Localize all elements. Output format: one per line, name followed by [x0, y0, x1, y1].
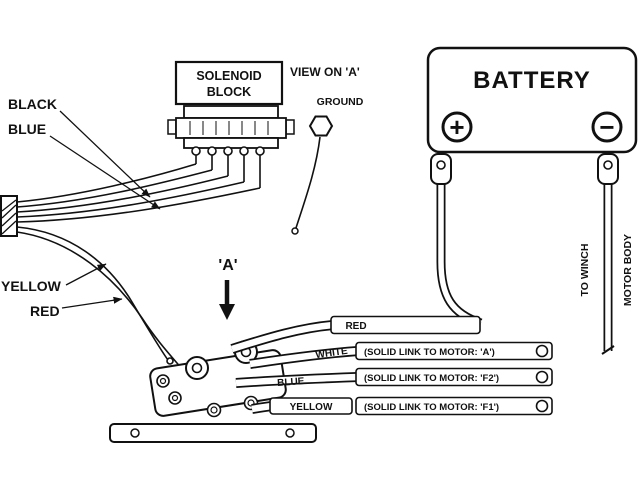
harness-connector: [0, 195, 18, 237]
wire: [16, 163, 197, 203]
assembly-stud-1-center: [210, 406, 218, 414]
solenoid-right-tab: [285, 119, 295, 135]
ground-terminal: GROUND: [291, 96, 364, 235]
battery-positive-terminal: [441, 111, 473, 143]
solenoid-body: [175, 117, 287, 139]
ground-label: GROUND: [317, 96, 364, 108]
solenoid-block: SOLENOID BLOCK: [167, 60, 295, 188]
motor-link-cables: RED WHITE (SOLID LINK TO MOTOR: 'A') BLU…: [230, 315, 553, 416]
yellow-link-lug: [535, 399, 549, 413]
white-link-lug: [535, 344, 549, 358]
blue-cable-label: BLUE: [277, 376, 305, 389]
solenoid-fins: [189, 121, 269, 135]
blue-link-text: (SOLID LINK TO MOTOR: 'F2'): [364, 373, 499, 384]
battery-negative-terminal: [591, 111, 623, 143]
solenoid-label-box: [174, 60, 284, 106]
base-bolt-left: [130, 428, 140, 438]
battery-label: BATTERY: [473, 67, 591, 94]
red-cable-label: RED: [345, 321, 366, 332]
blue-cable-core: [235, 373, 359, 387]
white-cable-label: WHITE: [315, 346, 349, 361]
wire: [16, 181, 245, 218]
solenoid-label-line2: BLOCK: [207, 85, 251, 99]
solenoid-terminals: [191, 146, 265, 188]
solenoid-top-plate: [183, 105, 279, 119]
positive-cable-core: [438, 182, 482, 326]
yellow-cable-label: YELLOW: [290, 402, 333, 413]
terminal-lower-stud: [191, 362, 203, 374]
assembly-nut-2-center: [171, 394, 179, 402]
solenoid-left-tab: [167, 119, 177, 135]
white-link-box: [355, 341, 553, 361]
wire-harness: [0, 163, 261, 376]
label-blue: BLUE: [8, 121, 46, 137]
yellow-link-text: (SOLID LINK TO MOTOR: 'F1'): [364, 402, 499, 413]
wire: [16, 175, 229, 213]
battery-box: [426, 46, 638, 154]
red-cable-core: [231, 321, 334, 353]
yellow-cable-core: [251, 402, 273, 413]
negative-cable-cut: [601, 345, 615, 355]
wire-to-contactor-1: [16, 226, 169, 361]
connector-hatching: [1, 199, 17, 235]
wire: [16, 187, 261, 223]
battery-positive-icon: +: [449, 112, 464, 142]
assembly-nut-1-center: [159, 377, 167, 385]
label-yellow: YELLOW: [1, 278, 62, 294]
motor-body-label: MOTOR BODY: [622, 234, 634, 306]
point-a-callout: 'A': [218, 257, 238, 320]
label-red: RED: [30, 303, 60, 319]
yellow-cable-box: [269, 397, 353, 415]
solenoid-bottom-plate: [183, 137, 279, 149]
blue-link-lug: [535, 370, 549, 384]
negative-lug-hole: [603, 160, 613, 170]
wire-to-contactor-2: [16, 231, 184, 371]
ground-wire: [295, 136, 321, 229]
red-cable-box: [330, 315, 481, 335]
wire: [16, 169, 213, 208]
to-winch-label: TO WINCH: [579, 244, 591, 297]
battery: BATTERY + −: [426, 46, 638, 154]
positive-lug-hole: [436, 160, 446, 170]
white-link-text: (SOLID LINK TO MOTOR: 'A'): [364, 347, 495, 358]
label-leaders: [49, 110, 161, 309]
solenoid-label-line1: SOLENOID: [196, 69, 261, 83]
ground-wire-end: [291, 227, 299, 235]
wire-color-labels: BLACK BLUE YELLOW RED: [1, 96, 161, 319]
battery-negative-icon: −: [599, 112, 614, 142]
white-cable-core: [249, 347, 359, 368]
point-a-label: 'A': [218, 257, 237, 274]
battery-cables: TO WINCH MOTOR BODY: [430, 153, 634, 355]
assembly-base: [109, 423, 317, 443]
label-black: BLACK: [8, 96, 57, 112]
ground-bolt-icon: [308, 115, 334, 137]
harness-wires: [16, 163, 261, 376]
yellow-link-box: [355, 396, 553, 416]
base-bolt-right: [285, 428, 295, 438]
blue-link-box: [355, 367, 553, 387]
arrow-down-head: [219, 304, 235, 320]
view-on-a-label: VIEW ON 'A': [290, 65, 360, 79]
